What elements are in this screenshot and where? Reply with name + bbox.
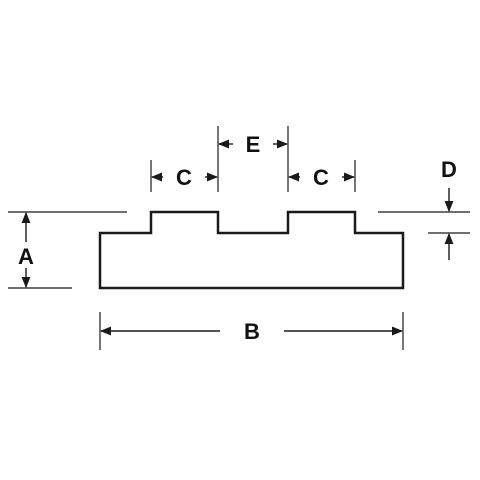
profile-outline (98, 210, 405, 290)
dimension-d: D (378, 157, 470, 260)
dimension-b-label: B (244, 319, 260, 344)
dimension-c-right-label: C (313, 165, 329, 190)
dimension-a-label: A (18, 244, 34, 269)
dimension-c-right: C (287, 160, 356, 192)
dimension-d-label: D (441, 157, 457, 182)
dimension-e: E (217, 126, 289, 192)
dimension-a: A (8, 211, 127, 289)
dimension-c-left-label: C (176, 165, 192, 190)
dimension-c-left: C (150, 126, 219, 192)
dimension-b: B (99, 312, 404, 350)
dimension-e-label: E (246, 132, 261, 157)
